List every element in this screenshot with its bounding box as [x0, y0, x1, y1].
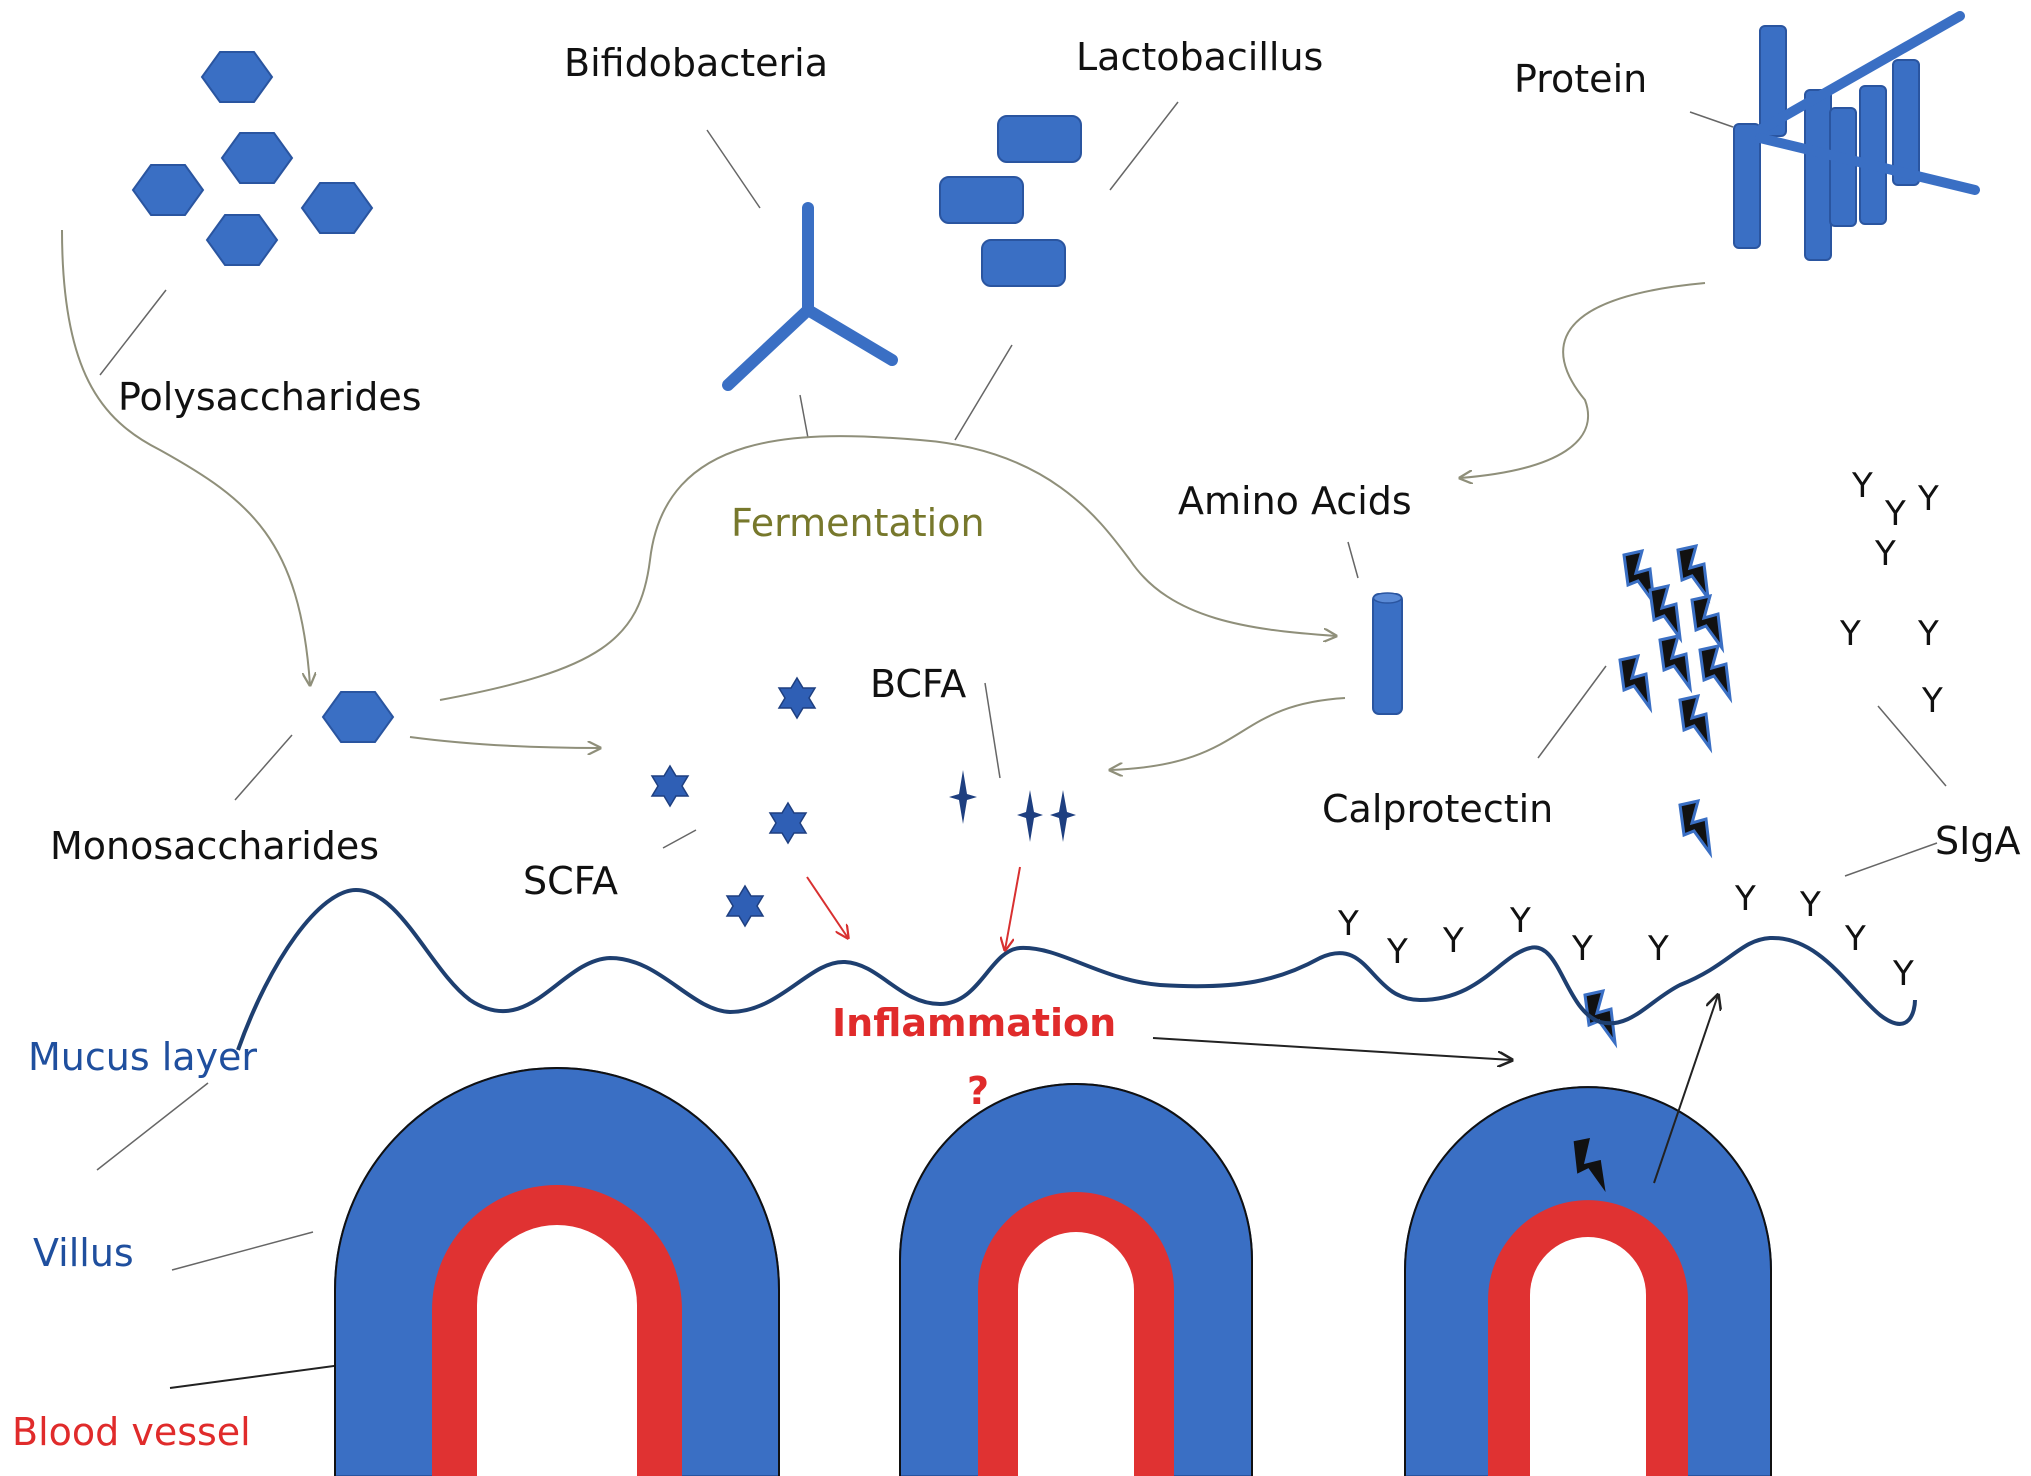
fermentation-curve [439, 435, 1336, 701]
antibody-glyph: Y [1917, 479, 1939, 519]
hexagon-shape [300, 182, 374, 234]
lightning-bolt-icon [1622, 548, 1657, 609]
antibody-glyph: Y [1647, 929, 1669, 969]
bifidobacteria-icon [722, 202, 898, 391]
antibody-glyph: Y [1839, 614, 1861, 654]
bcfa-to-mucus-arrow [1005, 866, 1021, 950]
label-siga: SIgA [1935, 819, 2021, 863]
mucus-layer-wave [236, 887, 1917, 1051]
lactobacillus-icon [939, 115, 1082, 287]
villus-to-siga-arrow [1653, 995, 1718, 1184]
lightning-bolt-icon [1678, 693, 1713, 754]
label-bcfa: BCFA [870, 662, 967, 706]
rod-shape [997, 115, 1082, 163]
label-protein: Protein [1514, 57, 1648, 101]
hexagon-shape [220, 132, 294, 184]
lightning-bolt-icon [1678, 798, 1713, 859]
sparkle-shape [1017, 790, 1043, 842]
polysaccharide-to-monosaccharide-arrow [61, 229, 310, 685]
lightning-bolt-icon [1648, 583, 1683, 644]
calprotectin-bolts [1583, 543, 1733, 1049]
star-shape [777, 676, 817, 720]
rod-shape [939, 176, 1024, 224]
label-fermentation: Fermentation [731, 501, 985, 545]
scfa-stars [650, 676, 817, 928]
hexagon-shape [131, 164, 205, 216]
scfa-to-mucus-arrow [806, 876, 848, 938]
antibody-glyph: Y [1884, 494, 1906, 534]
label-scfa: SCFA [523, 859, 619, 903]
antibody-glyph: Y [1442, 921, 1464, 961]
lightning-bolt-icon [1618, 653, 1653, 714]
lightning-bolt-icon [1698, 643, 1733, 704]
label-amino-acids: Amino Acids [1178, 479, 1412, 523]
lightning-bolt-icon [1676, 543, 1711, 604]
polysaccharide-hexagons [131, 51, 374, 266]
antibody-glyph: Y [1874, 534, 1896, 574]
process-arrows [61, 229, 1706, 770]
antibody-glyph: Y [1571, 929, 1593, 969]
antibody-glyph: Y [1844, 919, 1866, 959]
hexagon-shape [205, 214, 279, 266]
label-villus: Villus [33, 1231, 134, 1275]
monosaccharide-hexagon [321, 691, 395, 743]
antibody-glyph: Y [1921, 681, 1943, 721]
lightning-bolt-icon [1690, 593, 1725, 654]
antibody-glyph: Y [1337, 904, 1359, 944]
label-monosaccharides: Monosaccharides [50, 824, 380, 868]
label-inflammation: Inflammation [832, 1001, 1117, 1045]
monosaccharide-to-scfa-arrow [409, 736, 600, 748]
label-polysaccharides: Polysaccharides [118, 375, 422, 419]
star-shape [650, 764, 690, 808]
lightning-bolt-icon [1583, 988, 1618, 1049]
star-shape [768, 801, 808, 845]
antibody-glyph: Y [1509, 901, 1531, 941]
antibody-glyph: Y [1799, 885, 1821, 925]
villus-left [334, 1067, 780, 1476]
star-shape [725, 884, 765, 928]
sparkle-shape [949, 770, 977, 824]
amino-acids-to-bcfa-arrow [1110, 697, 1346, 770]
label-bifidobacteria: Bifidobacteria [564, 41, 828, 85]
label-mucus-layer: Mucus layer [28, 1035, 258, 1079]
protein-to-amino-acids-arrow [1460, 282, 1706, 478]
lightning-bolt-icon [1570, 1134, 1610, 1199]
sparkle-shape [1050, 790, 1076, 842]
label-question-mark: ? [967, 1069, 990, 1113]
label-lactobacillus: Lactobacillus [1076, 35, 1324, 79]
antibody-glyph: Y [1892, 954, 1914, 994]
pointer-lines [96, 101, 1947, 1389]
antibody-glyph: Y [1917, 614, 1939, 654]
antibody-glyph: Y [1734, 879, 1756, 919]
label-calprotectin: Calprotectin [1322, 787, 1554, 831]
villus-middle [899, 1083, 1253, 1476]
label-blood-vessel: Blood vessel [12, 1410, 251, 1454]
amino-acid-cylinder [1372, 592, 1403, 715]
hexagon-shape [200, 51, 274, 103]
siga-antibodies: Y Y Y Y Y Y Y Y Y Y Y Y Y Y Y Y Y [1337, 466, 1943, 994]
lightning-bolt-icon [1658, 633, 1693, 694]
rod-shape [981, 239, 1066, 287]
antibody-glyph: Y [1386, 932, 1408, 972]
villus-right [1404, 1086, 1772, 1476]
antibody-glyph: Y [1851, 466, 1873, 506]
protein-icon [1733, 11, 1980, 261]
bcfa-stars [949, 770, 1076, 842]
inflammation-to-villus-arrow [1152, 1037, 1512, 1060]
